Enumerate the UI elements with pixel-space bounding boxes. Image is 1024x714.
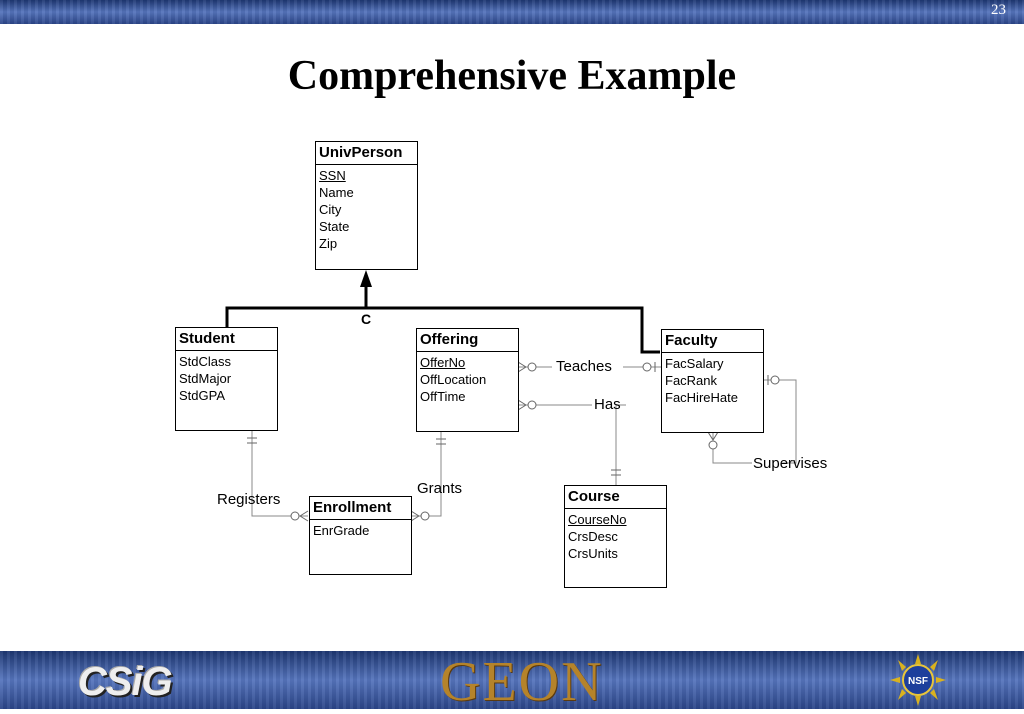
slide-title: Comprehensive Example	[287, 53, 737, 99]
attribute-offlocation: OffLocation	[420, 372, 487, 387]
top-banner: 23	[0, 0, 1024, 24]
attribute-ssn: SSN	[319, 168, 346, 183]
relationship-supervises: Supervises	[753, 455, 828, 472]
has-line-right	[615, 404, 626, 486]
geon-logo: GEON	[440, 651, 604, 713]
attribute-fachirehate: FacHireHate	[665, 390, 738, 405]
entity-enrollment: Enrollment EnrGrade	[309, 496, 412, 575]
entity-student: Student StdClass StdMajor StdGPA	[175, 327, 278, 431]
attribute-crsunits: CrsUnits	[568, 546, 618, 561]
attribute-state: State	[319, 219, 350, 234]
attribute-crsdesc: CrsDesc	[568, 529, 618, 544]
relationship-teaches: Teaches	[556, 358, 612, 375]
attribute-facsalary: FacSalary	[665, 356, 724, 371]
nsf-logo: NSF	[890, 654, 946, 706]
page-number: 23	[991, 2, 1006, 18]
relationship-grants: Grants	[417, 480, 463, 497]
attribute-stdmajor: StdMajor	[179, 371, 232, 386]
nsf-logo-text: NSF	[908, 676, 928, 687]
generalization-arrowhead	[360, 270, 372, 287]
attribute-courseno: CourseNo	[568, 512, 627, 527]
registers-line	[251, 430, 308, 517]
entity-name: Enrollment	[310, 497, 411, 520]
relationship-registers: Registers	[217, 491, 281, 508]
generalization-constraint-label: C	[361, 311, 372, 327]
entity-name: UnivPerson	[316, 142, 417, 165]
entity-offering: Offering OfferNo OffLocation OffTime	[416, 328, 519, 432]
supervises-line-right	[764, 379, 797, 464]
relationship-has: Has	[594, 396, 621, 413]
attribute-stdgpa: StdGPA	[179, 388, 226, 403]
supervises-line-left	[712, 432, 752, 464]
entity-course: Course CourseNo CrsDesc CrsUnits	[564, 485, 667, 588]
attribute-name: Name	[319, 185, 354, 200]
attribute-stdclass: StdClass	[179, 354, 232, 369]
entity-name: Offering	[417, 329, 518, 352]
bottom-banner	[0, 651, 1024, 709]
attribute-city: City	[319, 202, 342, 217]
csig-logo: CSiG	[78, 660, 173, 704]
attribute-offtime: OffTime	[420, 389, 466, 404]
entity-name: Course	[565, 486, 666, 509]
attribute-offerno: OfferNo	[420, 355, 466, 370]
entity-univperson: UnivPerson SSN Name City State Zip	[315, 141, 418, 270]
entity-name: Student	[176, 328, 277, 351]
entity-faculty: Faculty FacSalary FacRank FacHireHate	[661, 329, 764, 433]
generalization-lines	[225, 286, 660, 354]
attribute-facrank: FacRank	[665, 373, 718, 388]
attribute-zip: Zip	[319, 236, 338, 251]
entity-name: Faculty	[662, 330, 763, 353]
attribute-enrgrade: EnrGrade	[313, 523, 370, 538]
